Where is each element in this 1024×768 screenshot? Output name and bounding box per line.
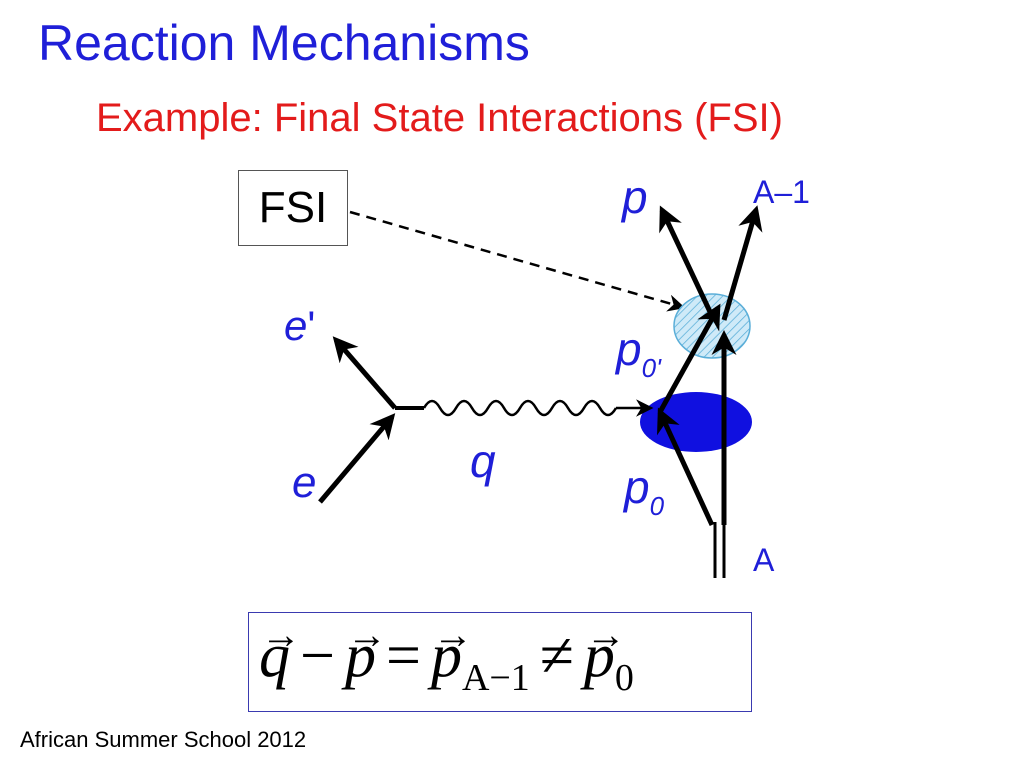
label-e-prime-mark: ' bbox=[307, 302, 316, 349]
label-e-prime: e' bbox=[284, 302, 315, 350]
incoming-electron-line bbox=[318, 413, 396, 504]
equation-box: →q−→p=→pA−1≠→p0 bbox=[248, 612, 752, 712]
p0-line bbox=[657, 407, 715, 527]
eq-pa-vector: →p bbox=[430, 615, 473, 692]
slide-subtitle: Example: Final State Interactions (FSI) bbox=[96, 96, 783, 140]
label-e-prime-letter: e bbox=[284, 302, 308, 349]
eq-vec-arrow: → bbox=[432, 612, 473, 657]
outgoing-electron-line bbox=[332, 336, 397, 410]
eq-p0-vector: →p bbox=[583, 615, 626, 692]
eq-q-vector: →q bbox=[259, 615, 301, 692]
label-p0prime: p0' bbox=[616, 322, 661, 383]
p-line bbox=[659, 205, 715, 318]
eq-p1: p bbox=[344, 622, 376, 690]
eq-sub-0: 0 bbox=[614, 657, 634, 699]
eq-vec-arrow: → bbox=[585, 612, 626, 657]
label-p0prime-letter: p bbox=[616, 323, 642, 375]
eq-vec-arrow: → bbox=[346, 612, 387, 657]
p0prime-line bbox=[657, 303, 721, 414]
label-p: p bbox=[622, 171, 648, 223]
label-p0prime-sub: 0' bbox=[641, 353, 662, 383]
label-a-minus-1: A–1 bbox=[753, 174, 810, 210]
label-p0-letter: p bbox=[624, 461, 650, 513]
a-minus-1-line-upper bbox=[721, 205, 763, 321]
slide-title: Reaction Mechanisms bbox=[38, 15, 530, 71]
eq-equals: = bbox=[385, 622, 421, 690]
fsi-dashed-line bbox=[349, 210, 686, 312]
eq-minus: − bbox=[300, 622, 335, 690]
label-e: e bbox=[292, 458, 317, 507]
fsi-box: FSI bbox=[238, 170, 348, 246]
label-p0: p0 bbox=[624, 460, 664, 521]
nucleus-blob bbox=[640, 392, 752, 452]
eq-p-vector: →p bbox=[344, 615, 387, 692]
label-q: q bbox=[470, 435, 496, 487]
eq-q: q bbox=[259, 622, 290, 690]
eq-p2: p bbox=[430, 622, 462, 690]
label-p0-sub: 0 bbox=[649, 491, 665, 521]
label-A: A bbox=[753, 542, 775, 578]
equation: →q−→p=→pA−1≠→p0 bbox=[259, 615, 743, 705]
eq-sub-a-minus-1: A−1 bbox=[461, 657, 530, 699]
eq-vec-arrow: → bbox=[261, 612, 301, 657]
fsi-blob bbox=[673, 293, 751, 359]
slide-footer: African Summer School 2012 bbox=[20, 727, 307, 752]
photon-line bbox=[422, 399, 618, 417]
eq-neq: ≠ bbox=[539, 622, 574, 690]
eq-p3: p bbox=[583, 622, 615, 690]
